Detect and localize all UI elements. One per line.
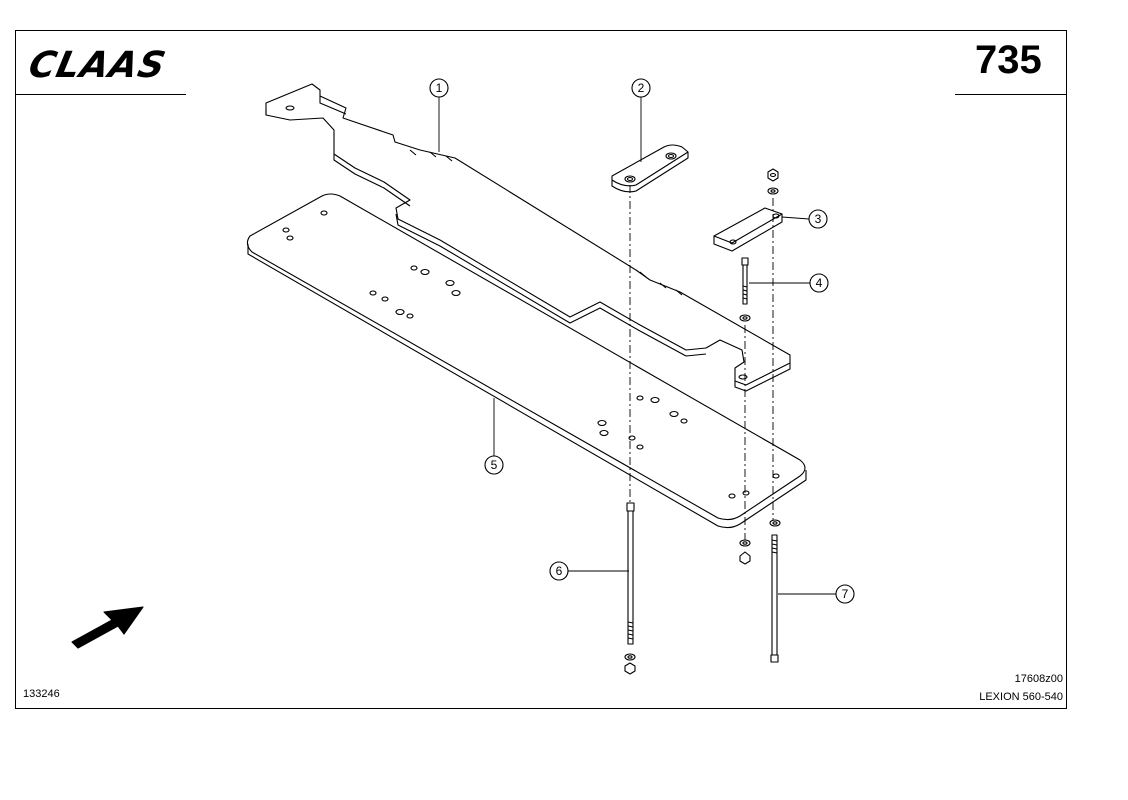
svg-text:6: 6 — [556, 564, 563, 578]
svg-text:3: 3 — [815, 212, 822, 226]
part-2-strap — [611, 144, 689, 193]
callout-7: 7 — [835, 584, 855, 604]
hardware-top — [767, 168, 779, 195]
part-6-stud — [626, 502, 635, 645]
drawing-frame — [15, 30, 1067, 709]
drawing-code: 17608z00 — [1014, 673, 1063, 685]
logo-rule — [15, 94, 186, 95]
claas-logo: CLAAS — [26, 44, 170, 84]
svg-text:2: 2 — [638, 81, 645, 95]
leader-lines — [438, 97, 836, 595]
svg-text:5: 5 — [491, 458, 498, 472]
callout-3: 3 — [808, 209, 828, 229]
part-5-base-plate — [246, 193, 807, 529]
part-3-spacer — [713, 207, 783, 252]
part-7-stud — [770, 534, 779, 663]
svg-text:7: 7 — [842, 587, 849, 601]
callout-2: 2 — [631, 78, 651, 98]
callout-6: 6 — [549, 561, 569, 581]
assembly-lines — [629, 185, 774, 540]
model-name: LEXION 560-540 — [979, 691, 1063, 703]
logo-text: CLAAS — [26, 44, 170, 84]
part-4-bolt — [739, 257, 751, 322]
svg-text:4: 4 — [816, 276, 823, 290]
page-number-rule — [955, 94, 1067, 95]
svg-text:1: 1 — [436, 81, 443, 95]
part-1-bracket — [265, 83, 791, 392]
direction-arrow-icon — [71, 606, 144, 649]
hardware-bottom — [624, 519, 781, 675]
callout-1: 1 — [429, 78, 449, 98]
document-id: 133246 — [23, 688, 60, 700]
callout-5: 5 — [484, 455, 504, 475]
callout-4: 4 — [809, 273, 829, 293]
page-number: 735 — [975, 38, 1042, 82]
